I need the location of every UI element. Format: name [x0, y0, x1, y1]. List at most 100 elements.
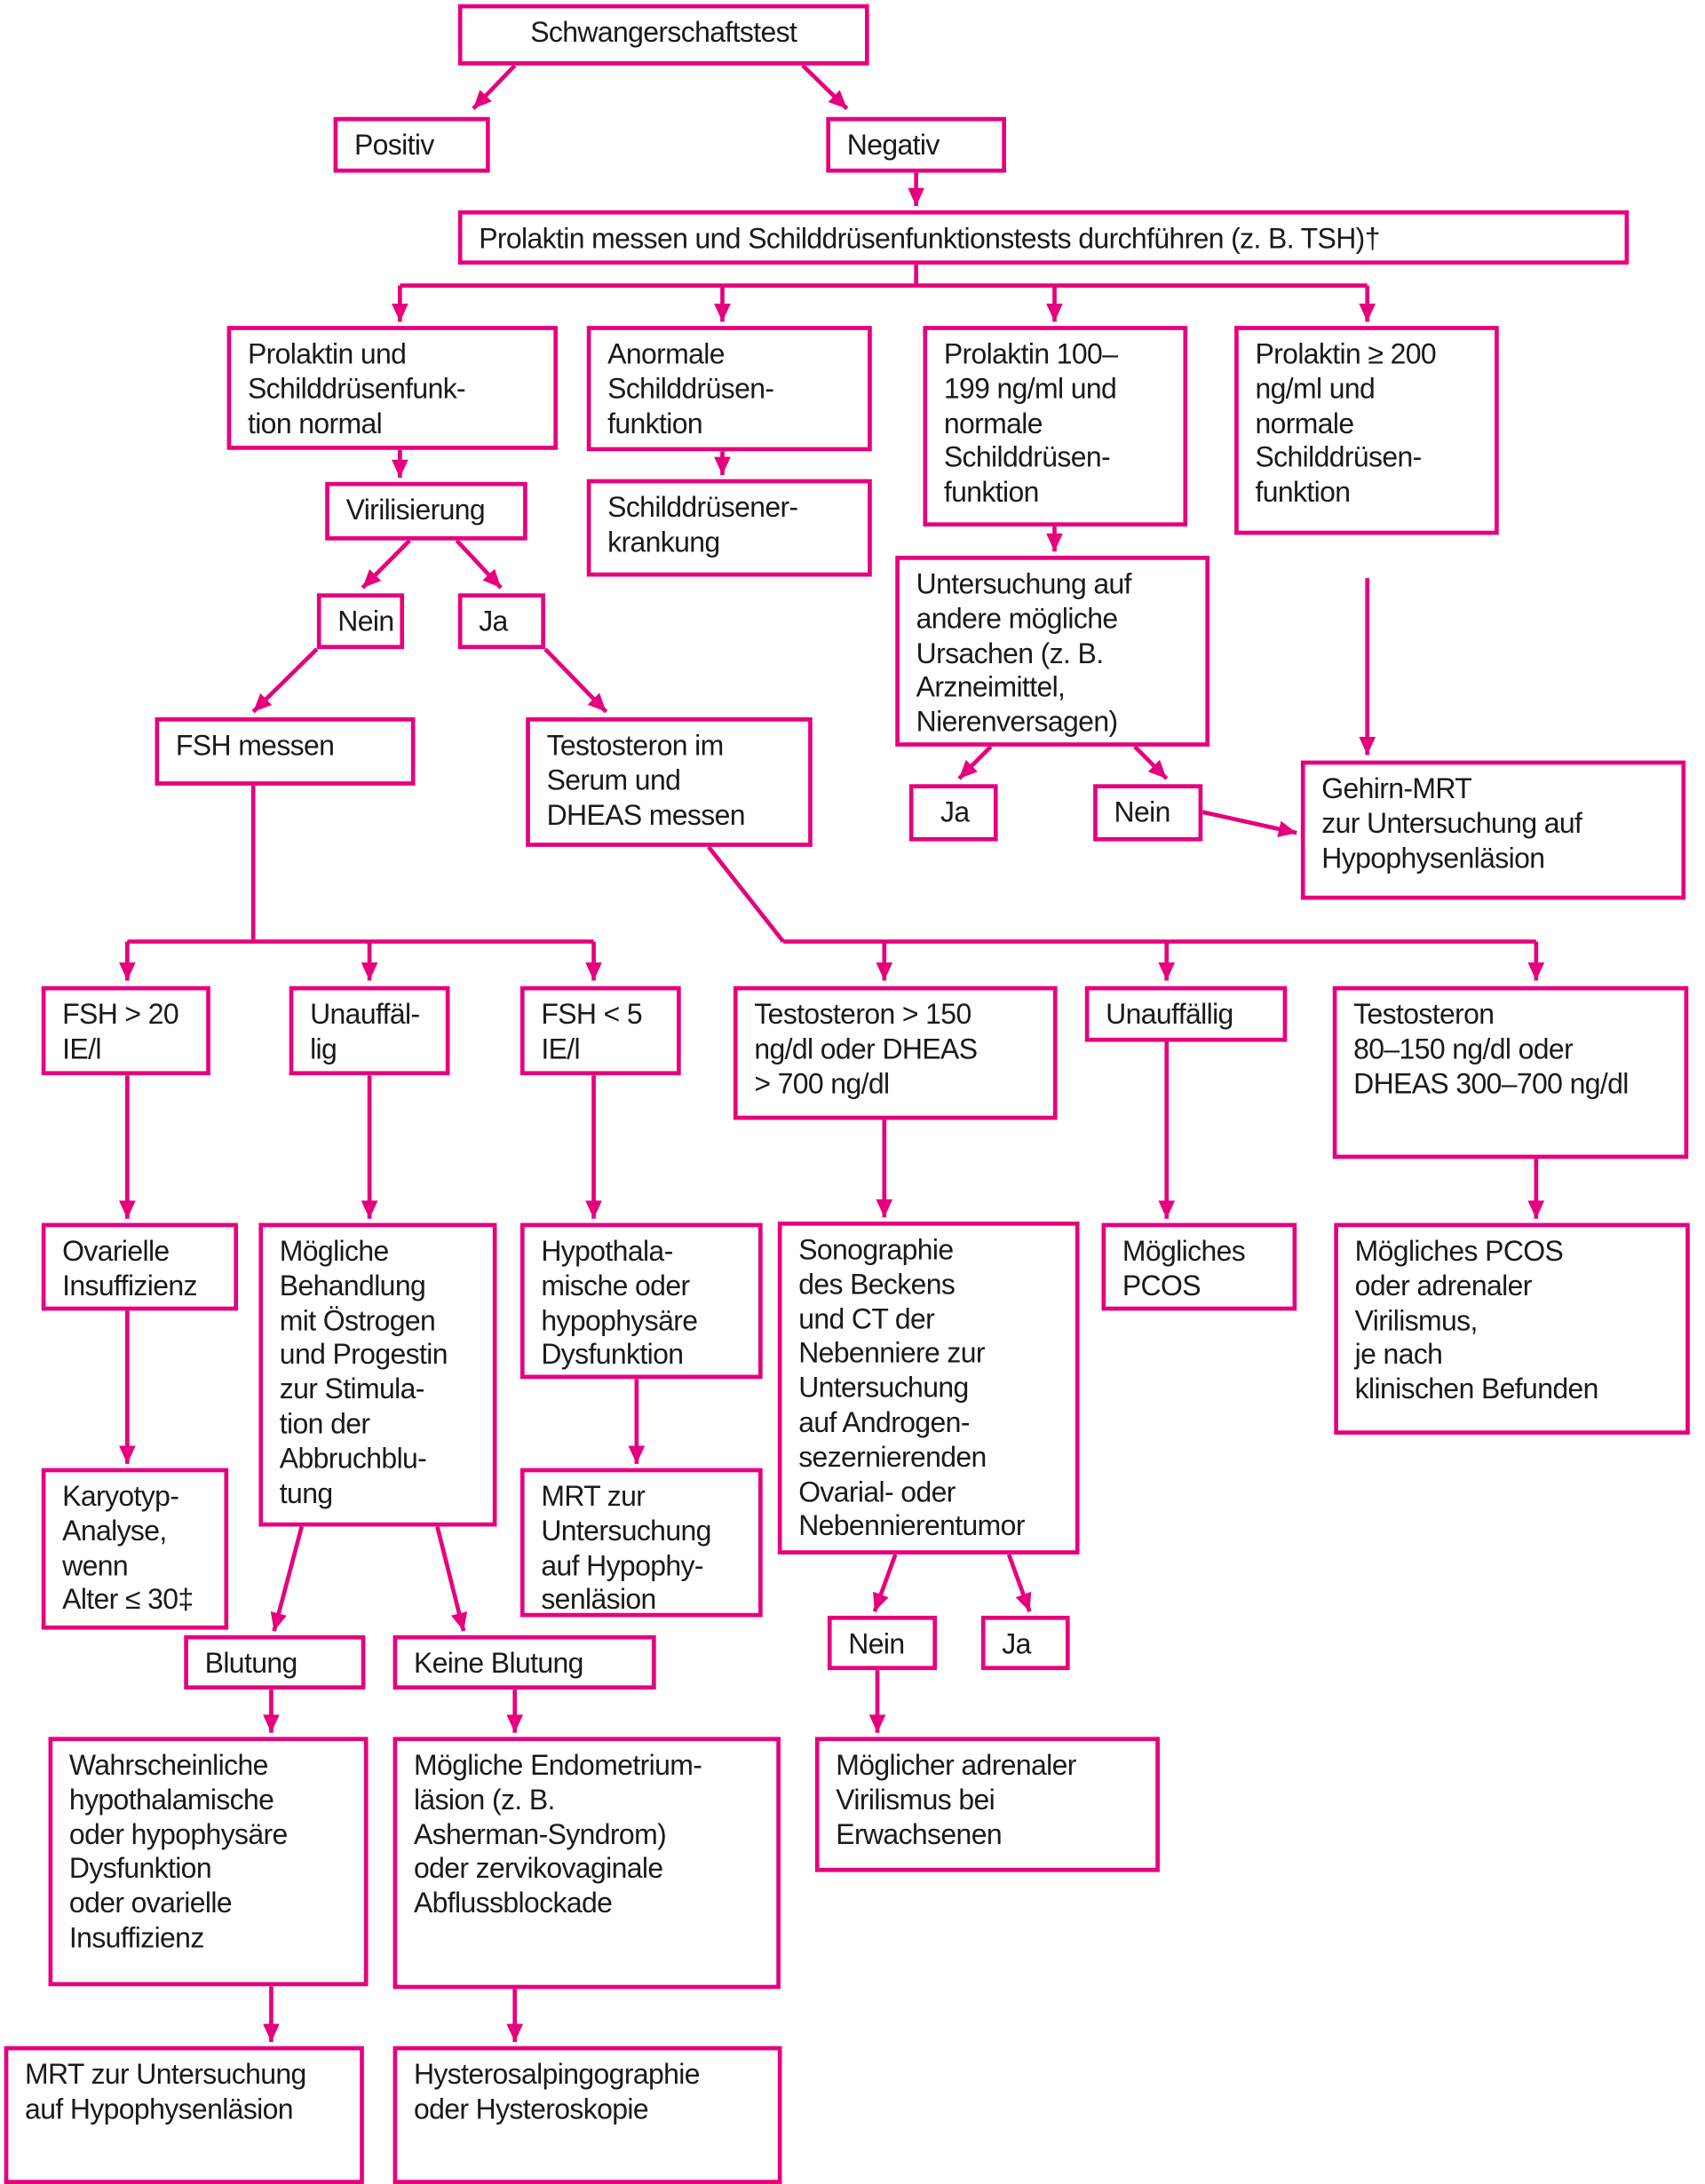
- node-text-line: Nein: [848, 1628, 905, 1661]
- node-text-line: > 700 ng/dl: [754, 1067, 890, 1100]
- node-text-line: Prolaktin und: [247, 338, 407, 371]
- node-text-line: des Beckens: [798, 1268, 956, 1302]
- connector-line: [707, 845, 785, 944]
- node-text-line: wenn: [62, 1549, 129, 1582]
- node-text-line: Schilddrüsenfunk-: [247, 373, 466, 406]
- node-text-line: hypophysäre: [541, 1304, 698, 1337]
- node-text-line: Abbruchblu-: [279, 1443, 427, 1476]
- node-text-line: oder hypophysäre: [68, 1818, 288, 1851]
- node-text-line: klinischen Befunden: [1354, 1373, 1599, 1406]
- node-text-line: Karyotyp-: [62, 1480, 179, 1513]
- node-text-line: Ovarial- oder: [798, 1476, 956, 1508]
- arrowhead-icon: [1359, 736, 1376, 756]
- node-text-line: Untersuchung auf: [916, 568, 1132, 601]
- node-text-line: Testosteron: [1353, 998, 1495, 1031]
- node-text-line: Nebennierentumor: [798, 1510, 1025, 1543]
- node-text-line: Schwangerschaftstest: [530, 16, 797, 49]
- arrowhead-icon: [506, 1714, 524, 1733]
- arrowhead-icon: [119, 962, 136, 981]
- node-jaL: Ja: [457, 593, 546, 650]
- node-text-line: Insuffizienz: [62, 1270, 197, 1302]
- node-text-line: tion normal: [247, 408, 383, 440]
- arrowhead-icon: [506, 2023, 524, 2043]
- node-text-line: Gehirn-MRT: [1321, 772, 1472, 805]
- node-b1: Schwangerschaftstest: [457, 4, 869, 66]
- node-prol: Prolaktin messen und Schilddrüsenfunktio…: [457, 210, 1630, 265]
- node-text-line: Virilismus bei: [836, 1784, 995, 1816]
- node-text-line: lig: [310, 1033, 337, 1065]
- arrowhead-icon: [1015, 1591, 1032, 1612]
- node-text-line: krankung: [607, 526, 720, 558]
- node-text-line: ng/ml und: [1255, 373, 1376, 406]
- arrowhead-icon: [253, 692, 273, 712]
- node-text-line: Untersuchung: [798, 1372, 969, 1405]
- node-text-line: auf Hypophysenläsion: [25, 2093, 294, 2125]
- node-text-line: Unauffällig: [1106, 998, 1233, 1031]
- node-text-line: mische oder: [541, 1270, 690, 1302]
- node-unauf1: Unauffäl-lig: [289, 985, 450, 1076]
- node-text-line: oder Hysteroskopie: [413, 2093, 649, 2125]
- node-text-line: Arzneimittel,: [916, 671, 1066, 704]
- node-text-line: hypothalamische: [68, 1784, 274, 1816]
- arrowhead-icon: [585, 962, 602, 981]
- arrowhead-icon: [714, 304, 731, 322]
- arrowhead-icon: [585, 1200, 602, 1219]
- node-keine: Keine Blutung: [393, 1634, 656, 1690]
- node-text-line: Testosteron > 150: [754, 998, 971, 1031]
- node-text-line: Anormale: [607, 338, 725, 371]
- node-text-line: funktion: [1255, 476, 1351, 509]
- node-text-line: Alter ≤ 30‡: [62, 1584, 194, 1617]
- arrowhead-icon: [392, 459, 408, 479]
- node-neg: Negativ: [826, 116, 1006, 173]
- arrowhead-icon: [876, 1199, 893, 1218]
- node-text-line: Behandlung: [279, 1270, 426, 1302]
- arrowhead-icon: [1158, 1200, 1176, 1219]
- node-text-line: MRT zur Untersuchung: [25, 2058, 306, 2091]
- arrowhead-icon: [1527, 962, 1545, 981]
- arrowhead-icon: [1046, 533, 1063, 552]
- node-text-line: Nierenversagen): [916, 706, 1118, 739]
- node-text-line: Nein: [1114, 796, 1171, 829]
- node-text-line: Schilddrüsen-: [607, 373, 774, 406]
- arrowhead-icon: [958, 759, 978, 779]
- node-text-line: andere mögliche: [916, 603, 1118, 636]
- node-text-line: mit Östrogen: [279, 1304, 436, 1337]
- arrowhead-icon: [714, 456, 731, 475]
- node-text-line: Blutung: [204, 1648, 298, 1681]
- node-fsh: FSH messen: [155, 716, 416, 786]
- node-text-line: Mögliche Endometrium-: [413, 1749, 702, 1782]
- node-text-line: Keine Blutung: [413, 1648, 583, 1681]
- node-blut: Blutung: [184, 1634, 366, 1690]
- node-text-line: oder adrenaler: [1354, 1270, 1533, 1302]
- arrowhead-icon: [873, 1591, 889, 1612]
- node-text-line: Ovarielle: [62, 1235, 170, 1268]
- node-text-line: Nein: [337, 605, 394, 638]
- node-endo: Mögliche Endometrium-läsion (z. B.Asherm…: [393, 1737, 781, 1990]
- node-text-line: Dysfunktion: [541, 1339, 684, 1372]
- node-text-line: Ursachen (z. B.: [916, 637, 1104, 670]
- arrowhead-icon: [482, 568, 502, 589]
- node-text-line: Serum und: [546, 764, 681, 797]
- arrowhead-icon: [119, 1445, 136, 1464]
- node-text-line: Ja: [940, 796, 970, 829]
- node-text-line: Testosteron im: [546, 730, 725, 763]
- arrowhead-icon: [263, 1714, 280, 1733]
- node-text-line: Asherman-Syndrom): [413, 1818, 667, 1851]
- node-text-line: Positiv: [353, 129, 434, 162]
- arrowhead-icon: [628, 1445, 646, 1464]
- arrowhead-icon: [587, 692, 607, 712]
- node-text-line: Möglicher adrenaler: [836, 1749, 1076, 1782]
